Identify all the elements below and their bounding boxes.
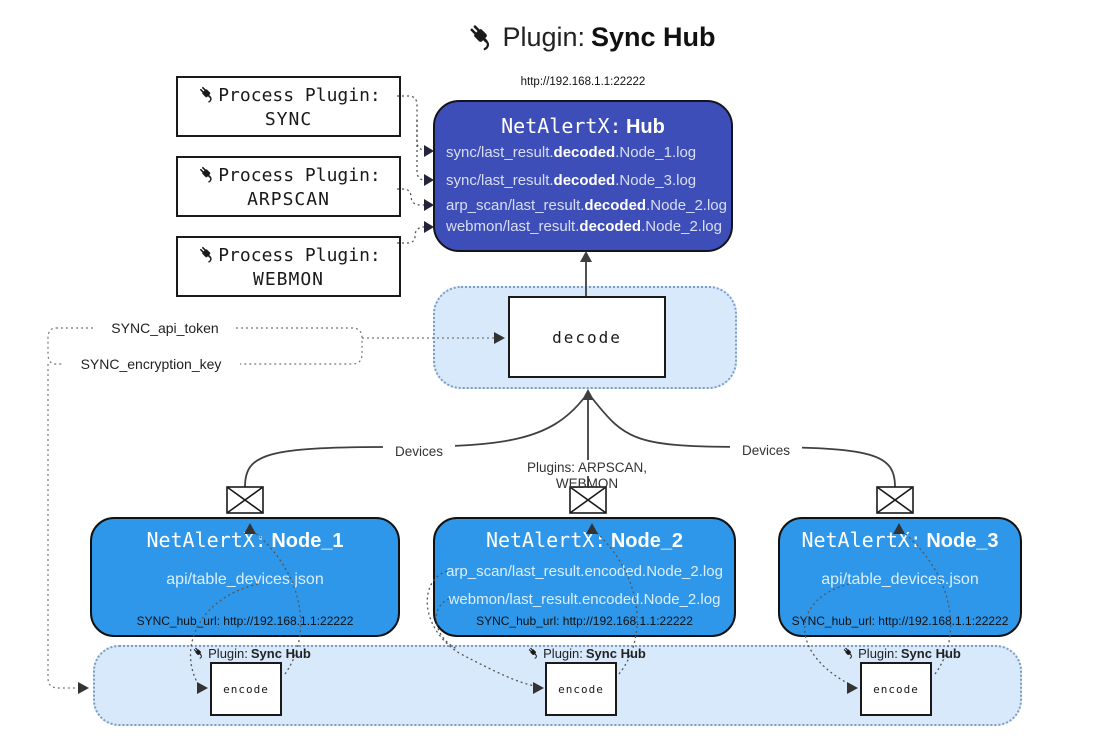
encode-box-1: encode [210,662,282,716]
process-plugin-name: WEBMON [252,269,325,290]
hub-title: NetAlertX: Hub [435,114,731,139]
node-title: NetAlertX: Node_2 [485,528,684,552]
envelope-icon [226,486,264,514]
title-name: Sync Hub [591,21,716,52]
node-file: api/table_devices.json [166,571,324,588]
process-plugin-webmon: Process Plugin: WEBMON [176,236,401,297]
node-file: arp_scan/last_result.encoded.Node_2.log [446,563,723,580]
encode-plugin-label-2: Plugin:Sync Hub [521,645,651,661]
plug-icon [196,243,216,268]
hub-file-row: arp_scan/last_result.decoded.Node_2.log [446,197,727,214]
edges-plugins-to-hub [397,95,428,244]
node-file: api/table_devices.json [821,571,979,588]
node-1-box: NetAlertX: Node_1 api/table_devices.json… [90,517,400,637]
title-prefix: Plugin: [502,21,586,52]
process-plugin-arpscan: Process Plugin: ARPSCAN [176,156,401,217]
envelope-icon [876,486,914,514]
encode-box-3: encode [860,662,932,716]
plug-icon [196,163,216,188]
plug-icon [464,19,496,56]
edge-label-plugins: Plugins: ARPSCAN, WEBMON [496,460,678,491]
node-hub-url: SYNC_hub_url: http://192.168.1.1:22222 [136,614,354,628]
decode-box: decode [508,296,666,378]
process-plugin-label: Process Plugin: [218,245,381,266]
process-plugin-name: ARPSCAN [247,189,330,210]
edge-label-devices-left: Devices [383,444,455,460]
node-title: NetAlertX: Node_1 [146,528,344,552]
plug-icon [526,645,540,662]
hub-file-row: sync/last_result.decoded.Node_3.log [446,172,697,189]
edge-label-devices-right: Devices [730,443,802,459]
node-title: NetAlertX: Node_3 [801,528,999,552]
sync-api-token-label: SYNC_api_token [95,320,235,336]
plug-icon [191,645,205,662]
process-plugin-name: SYNC [264,109,313,130]
plug-icon [841,645,855,662]
node-file: webmon/last_result.encoded.Node_2.log [448,591,721,608]
node-3-box: NetAlertX: Node_3 api/table_devices.json… [778,517,1022,637]
node-hub-url: SYNC_hub_url: http://192.168.1.1:22222 [791,614,1009,628]
hub-title-name: Hub [625,116,665,138]
process-plugin-sync: Process Plugin: SYNC [176,76,401,137]
token-arrows [78,332,505,694]
node-hub-url: SYNC_hub_url: http://192.168.1.1:22222 [476,614,693,628]
process-plugin-label: Process Plugin: [218,165,381,186]
sync-encryption-key-label: SYNC_encryption_key [62,356,240,372]
plug-icon [196,83,216,108]
encode-plugin-label-1: Plugin:Sync Hub [186,645,316,661]
node-2-box: NetAlertX: Node_2 arp_scan/last_result.e… [433,517,736,637]
hub-title-prefix: NetAlertX: [501,114,622,138]
hub-box: NetAlertX: Hub sync/last_result.decoded.… [433,100,733,252]
hub-file-row: sync/last_result.decoded.Node_1.log [446,144,697,161]
hub-url-label: http://192.168.1.1:22222 [520,76,646,88]
encode-plugin-label-3: Plugin:Sync Hub [836,645,966,661]
page-title: Plugin: Sync Hub [420,16,760,58]
encode-box-2: encode [545,662,617,716]
process-plugin-label: Process Plugin: [218,85,381,106]
hub-file-row: webmon/last_result.decoded.Node_2.log [446,218,722,235]
